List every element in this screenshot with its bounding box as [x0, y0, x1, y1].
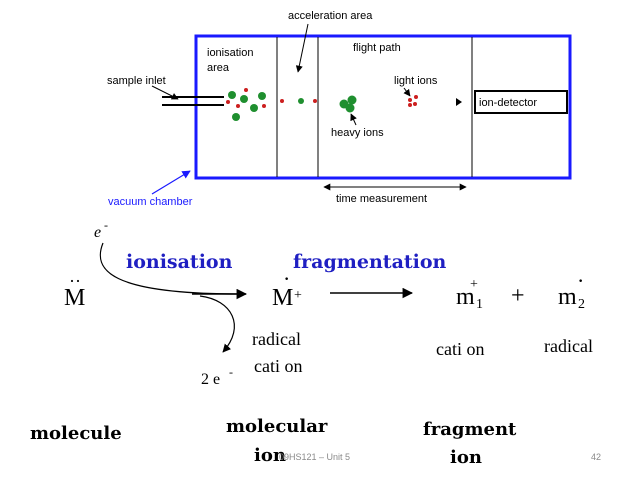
- electron-in-charge: -: [104, 218, 108, 232]
- fragment-ion-caption-2: ion: [450, 447, 482, 468]
- heavy-ion: [347, 95, 357, 105]
- heavy-ions-pointer: [350, 113, 357, 126]
- fragmentation-heading: fragmentation: [293, 251, 447, 273]
- radical-label: radical: [544, 336, 593, 356]
- cation-fragment-subscript: 1: [476, 297, 483, 312]
- radical-fragment-subscript: 2: [578, 297, 585, 312]
- molecular-ion-caption-1: molecular: [226, 416, 328, 437]
- heavy-ion: [240, 95, 248, 103]
- light-ion: [226, 100, 230, 104]
- heavy-ion: [232, 113, 240, 121]
- radical-cation-label-2: cati on: [254, 356, 302, 376]
- molecule-caption: molecule: [30, 423, 122, 444]
- molecular-ion-caption-2: ion: [254, 445, 286, 466]
- flight-path-label: flight path: [353, 42, 401, 54]
- detector-arrowhead: [456, 98, 462, 106]
- cation-fragment-charge: +: [470, 277, 478, 292]
- light-ion: [236, 104, 240, 108]
- molecule-symbol: M: [64, 285, 85, 311]
- molecular-ion-dot: ·: [283, 266, 290, 291]
- sample-inlet-label: sample inlet: [107, 75, 166, 87]
- heavy-ion: [258, 92, 266, 100]
- ionisation-area-label-2: area: [207, 62, 230, 74]
- radical-fragment-dot: ·: [577, 268, 584, 293]
- radical-cation-label-1: radical: [252, 329, 301, 349]
- electrons-out: 2 e: [201, 371, 220, 388]
- heavy-ion: [250, 104, 258, 112]
- light-ion: [413, 102, 417, 106]
- acceleration-area-label: acceleration area: [288, 10, 373, 22]
- electron-curve-out: [199, 295, 235, 353]
- vacuum-chamber-pointer: [151, 170, 191, 195]
- ion-detector-box: [474, 90, 568, 114]
- cation-label: cati on: [436, 339, 484, 359]
- cation-fragment-symbol: m: [456, 284, 475, 310]
- molecular-ion-charge: +: [294, 288, 302, 303]
- fragment-ion-caption-1: fragment: [423, 419, 517, 440]
- ionisation-area-label-1: ionisation: [207, 47, 253, 59]
- heavy-ion: [298, 98, 304, 104]
- ion-detector-label: ion-detector: [479, 97, 537, 109]
- vacuum-chamber-box: [194, 34, 572, 180]
- light-ions-pointer: [403, 87, 411, 97]
- light-ion: [262, 104, 266, 108]
- light-ions-label: light ions: [394, 75, 438, 87]
- sample-inlet-pointer: [151, 85, 179, 100]
- light-ion: [244, 88, 248, 92]
- light-ion: [414, 95, 418, 99]
- vacuum-chamber-label: vacuum chamber: [108, 196, 193, 208]
- acceleration-pointer: [295, 23, 309, 73]
- light-ion: [280, 99, 284, 103]
- electrons-out-charge: -: [229, 365, 233, 379]
- molecule-symbol-dots: ··: [69, 271, 81, 291]
- molecular-ion-symbol: M: [272, 285, 293, 311]
- light-ion: [408, 98, 412, 102]
- heavy-ion: [345, 103, 355, 113]
- time-measurement-label: time measurement: [336, 193, 427, 205]
- footer-course: 09HS121 – Unit 5: [279, 452, 350, 462]
- radical-fragment-symbol: m: [558, 284, 577, 310]
- light-ion: [313, 99, 317, 103]
- heavy-ions-label: heavy ions: [331, 127, 384, 139]
- plus-sign: +: [511, 283, 525, 309]
- heavy-ion: [228, 91, 236, 99]
- slide-number: 42: [591, 452, 601, 462]
- ionisation-heading: ionisation: [126, 251, 233, 273]
- light-ion: [408, 103, 412, 107]
- electron-in: e: [94, 224, 101, 241]
- electron-curve-in: [99, 242, 241, 295]
